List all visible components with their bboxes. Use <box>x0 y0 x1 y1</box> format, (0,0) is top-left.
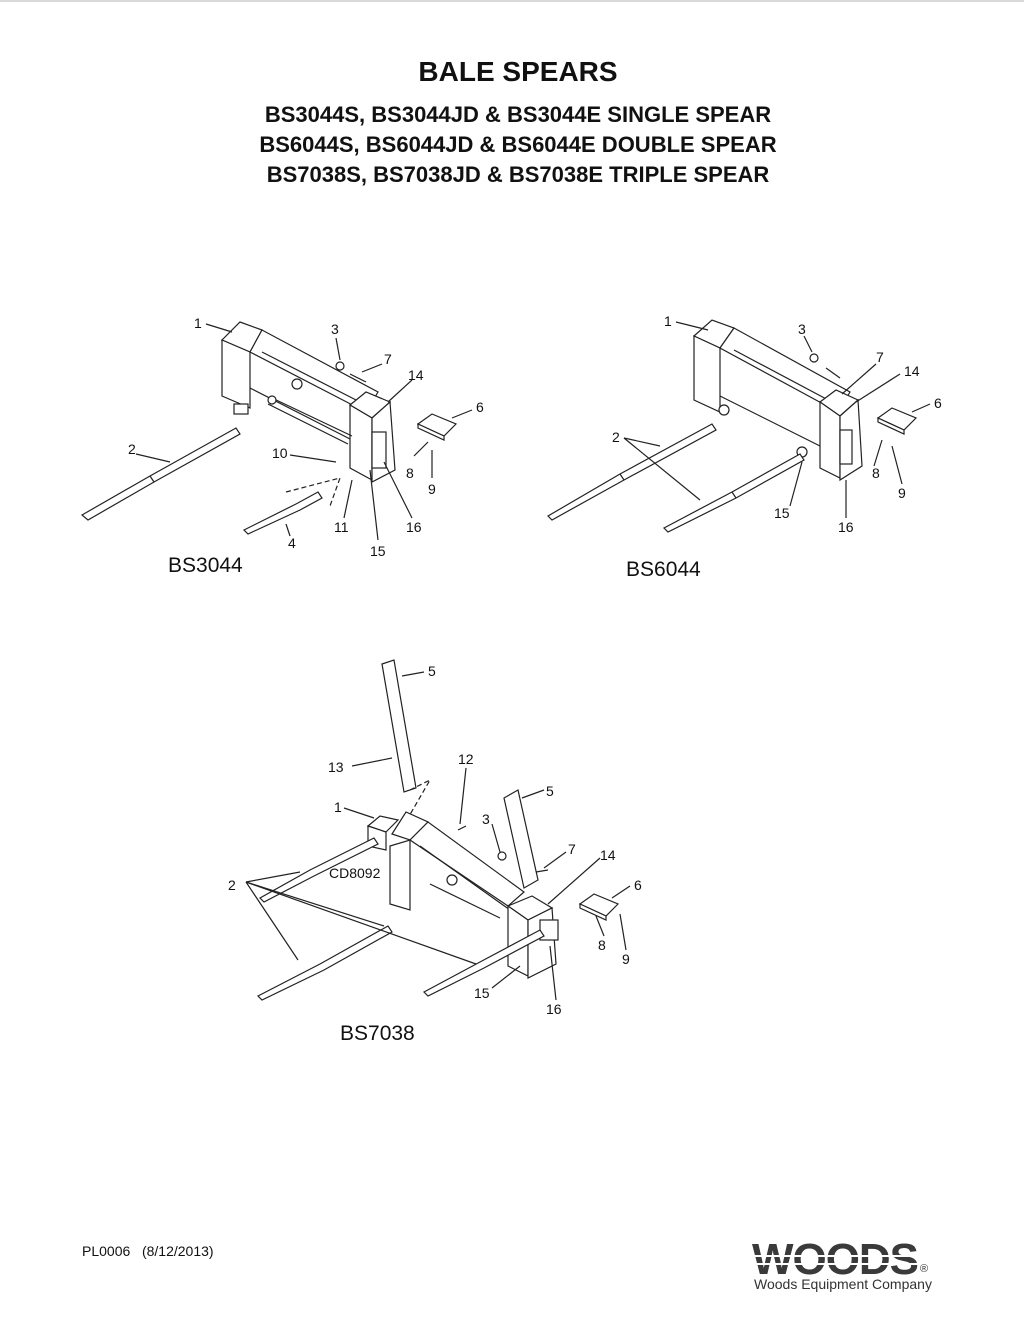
callout-12: 12 <box>458 751 474 767</box>
callout-2: 2 <box>128 441 136 457</box>
callout-7: 7 <box>384 351 392 367</box>
callout-1: 1 <box>334 799 342 815</box>
document-id: PL0006 (8/12/2013) <box>82 1243 214 1259</box>
callout-1: 1 <box>194 315 202 331</box>
callout-14: 14 <box>600 847 616 863</box>
page-title: BALE SPEARS <box>418 56 618 87</box>
callout-16: 16 <box>546 1001 562 1017</box>
callout-15: 15 <box>370 543 386 559</box>
callout-11: 11 <box>334 519 349 535</box>
callout-13: 13 <box>328 759 344 775</box>
callout-15: 15 <box>774 505 790 521</box>
subtitle-single-spear: BS3044S, BS3044JD & BS3044E SINGLE SPEAR <box>264 102 772 127</box>
doc-id: PL0006 <box>82 1243 131 1259</box>
callout-2: 2 <box>228 877 236 893</box>
callout-3: 3 <box>331 321 339 337</box>
callout-8: 8 <box>406 465 414 481</box>
company-name: Woods Equipment Company <box>754 1276 932 1292</box>
callout-16: 16 <box>406 519 422 535</box>
callout-3: 3 <box>482 811 490 827</box>
top-border <box>0 0 1024 2</box>
callout-9: 9 <box>428 481 436 497</box>
callout-15: 15 <box>474 985 490 1001</box>
diagram-bs7038: CD8092 1 2 3 5 5 6 7 8 9 12 13 14 15 16 <box>228 659 642 1017</box>
callout-6: 6 <box>634 877 642 893</box>
callout-5-right: 5 <box>546 783 554 799</box>
model-label-bs7038: BS7038 <box>340 1022 415 1045</box>
doc-date: (8/12/2013) <box>141 1243 214 1259</box>
callout-7: 7 <box>876 349 884 365</box>
callout-5-top: 5 <box>428 663 436 679</box>
callout-9: 9 <box>622 951 630 967</box>
callout-14: 14 <box>408 367 424 383</box>
callout-2: 2 <box>612 429 620 445</box>
registered-mark: ® <box>920 1263 928 1275</box>
callout-1: 1 <box>664 313 672 329</box>
woods-logo: WOODS ® <box>752 1235 928 1284</box>
diagram-bs3044: 1 2 3 4 6 7 8 9 10 11 14 15 16 <box>80 315 484 559</box>
model-label-bs6044: BS6044 <box>626 558 701 581</box>
callout-6: 6 <box>934 395 942 411</box>
model-label-bs3044: BS3044 <box>168 554 243 577</box>
callout-10: 10 <box>272 445 288 461</box>
logo-wordmark: WOODS <box>752 1235 918 1284</box>
callout-8: 8 <box>598 937 606 953</box>
drawing-code: CD8092 <box>329 865 381 881</box>
callout-4: 4 <box>288 535 296 551</box>
callout-3: 3 <box>798 321 806 337</box>
callout-9: 9 <box>898 485 906 501</box>
callout-7: 7 <box>568 841 576 857</box>
callout-8: 8 <box>872 465 880 481</box>
subtitle-triple-spear: BS7038S, BS7038JD & BS7038E TRIPLE SPEAR <box>266 162 770 187</box>
callout-16: 16 <box>838 519 854 535</box>
callout-6: 6 <box>476 399 484 415</box>
subtitle-double-spear: BS6044S, BS6044JD & BS6044E DOUBLE SPEAR <box>259 132 777 157</box>
callout-14: 14 <box>904 363 920 379</box>
diagram-bs6044: 1 2 3 6 7 8 9 14 15 16 <box>547 313 942 535</box>
